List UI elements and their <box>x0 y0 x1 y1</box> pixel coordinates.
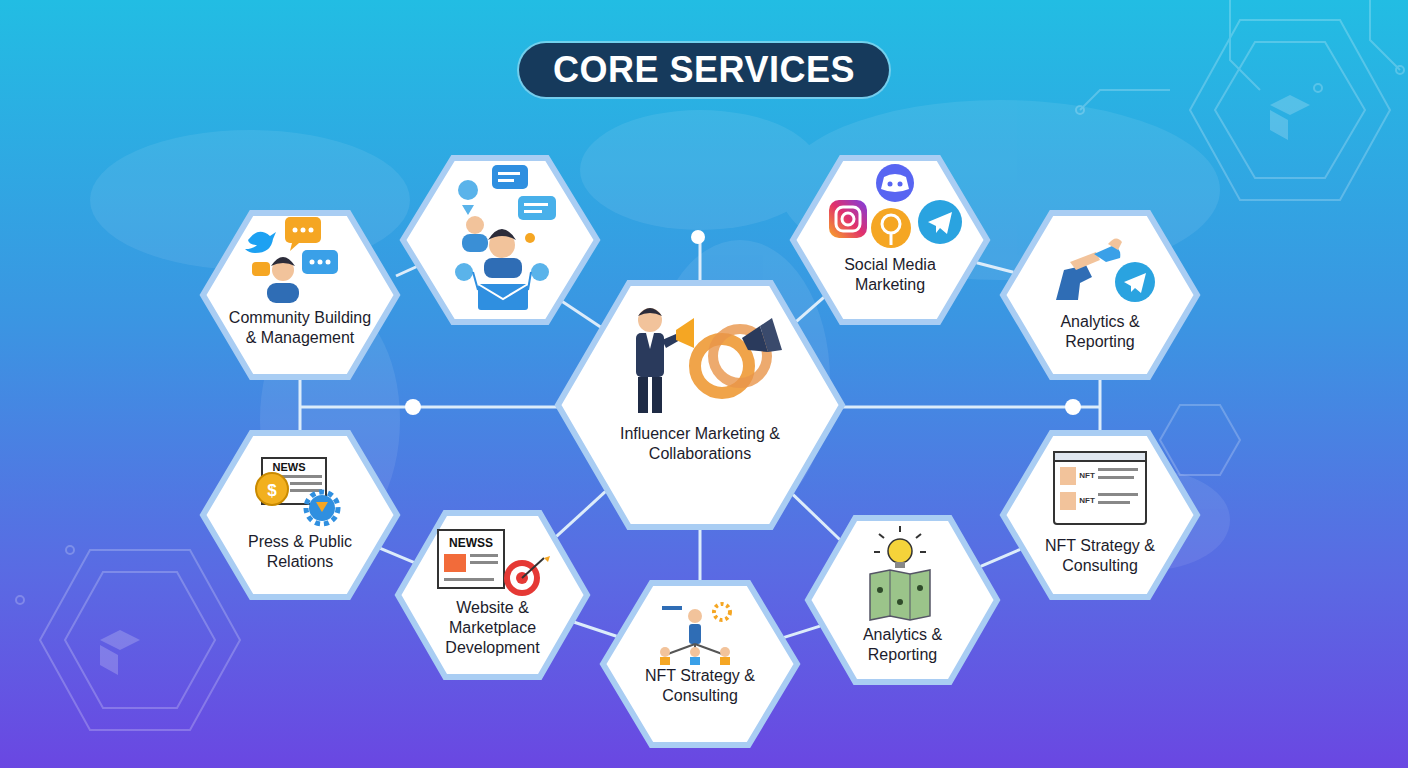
connector-stroke <box>1099 380 1102 430</box>
service-hexagon: Press & Public Relations <box>200 430 400 600</box>
service-hexagon: Analytics & Reporting <box>805 515 1000 685</box>
connector-line <box>1100 380 1101 430</box>
text-wrap: Social Media Marketing <box>820 255 960 295</box>
hexagon-shape <box>1003 213 1197 377</box>
service-label: Press & Public Relations <box>248 533 352 570</box>
connector-stroke <box>699 530 702 580</box>
service-hexagon: Social Media Marketing <box>790 155 990 325</box>
handshake-icon <box>1056 238 1155 302</box>
service-hexagon: NFT Strategy & Consulting <box>600 580 800 748</box>
nft-browser-icon <box>1054 452 1146 524</box>
service-hexagon: Website & Marketplace Development <box>395 510 590 680</box>
service-hexagon: Community Building & Management <box>200 210 400 380</box>
connector-line <box>380 548 413 562</box>
icon-label: $ <box>267 482 276 499</box>
service-label: Community Building & Management <box>229 309 371 346</box>
connector-stroke <box>574 622 616 636</box>
community-icon <box>245 217 338 303</box>
connector-line <box>981 549 1021 566</box>
hexagon-outline <box>200 430 400 600</box>
text-wrap: Influencer Marketing & Collaborations <box>600 424 800 464</box>
service-label: Website & Marketplace Development <box>445 599 539 656</box>
service-label: NFT Strategy & Consulting <box>645 667 755 704</box>
hexagon-shape <box>398 513 587 677</box>
service-label: NFT Strategy & Consulting <box>1045 537 1155 574</box>
hexagon-shape <box>793 158 987 322</box>
idea-map-icon <box>870 526 930 620</box>
chat-hexagon <box>403 158 597 322</box>
connector-line <box>300 380 301 430</box>
text-wrap: Website & Marketplace Development <box>433 598 553 658</box>
social-icons <box>829 164 962 248</box>
hexagon-outline <box>790 155 990 325</box>
title-row: CORE SERVICES <box>0 43 1408 97</box>
strategy-figures-icon <box>660 604 730 665</box>
connector-line <box>796 297 823 321</box>
text-wrap: Community Building & Management <box>224 308 376 348</box>
connector-line <box>574 622 616 636</box>
icon-label: NFT <box>1079 472 1095 480</box>
service-label: Social Media Marketing <box>844 256 936 293</box>
text-wrap: Analytics & Reporting <box>838 625 968 665</box>
hexagon-shape <box>603 583 797 745</box>
connector-line <box>784 626 820 637</box>
connector-line <box>793 495 840 540</box>
service-label: Influencer Marketing & Collaborations <box>620 425 780 462</box>
connector-stroke <box>981 549 1021 566</box>
text-wrap: Press & Public Relations <box>238 532 363 572</box>
hexagon-shape <box>1003 433 1197 597</box>
text-wrap: Analytics & Reporting <box>1035 312 1165 352</box>
hexagon-outline <box>200 210 400 380</box>
title-pill: CORE SERVICES <box>519 43 889 97</box>
icon-label: NEWSS <box>449 537 493 549</box>
connector-stroke <box>977 263 1014 273</box>
hexagon-shape <box>203 213 397 377</box>
service-hexagon: NFT Strategy & Consulting <box>1000 430 1200 600</box>
hexagon-outline <box>1000 210 1200 380</box>
connector-stroke <box>793 495 840 540</box>
icon-label: NFT <box>1079 497 1095 505</box>
connector-stroke <box>796 297 823 321</box>
service-label: Analytics & Reporting <box>863 626 942 663</box>
service-hexagon: Influencer Marketing & Collaborations <box>555 280 845 530</box>
press-icon <box>256 458 338 524</box>
text-wrap: NFT Strategy & Consulting <box>1035 536 1165 576</box>
connector-stroke <box>784 626 820 637</box>
megaphone-icon <box>636 308 782 413</box>
connector-line <box>977 263 1014 273</box>
connector-stroke <box>299 380 302 430</box>
hexagon-outline <box>1000 430 1200 600</box>
hexagon-shape <box>808 518 997 682</box>
connector-line <box>700 530 701 580</box>
hexagon-shape <box>203 433 397 597</box>
hexagon-outline <box>555 280 845 530</box>
hexagon-outline <box>600 580 800 748</box>
icon-label: NEWS <box>273 462 306 473</box>
service-label: Analytics & Reporting <box>1060 313 1139 350</box>
text-wrap: NFT Strategy & Consulting <box>635 666 765 706</box>
title-text: CORE SERVICES <box>553 49 855 90</box>
service-hexagon: Analytics & Reporting <box>1000 210 1200 380</box>
website-icon <box>438 530 550 596</box>
hexagon-shape <box>558 283 842 527</box>
connector-stroke <box>380 548 413 562</box>
connector-stroke <box>556 492 605 537</box>
connector-line <box>556 492 605 537</box>
